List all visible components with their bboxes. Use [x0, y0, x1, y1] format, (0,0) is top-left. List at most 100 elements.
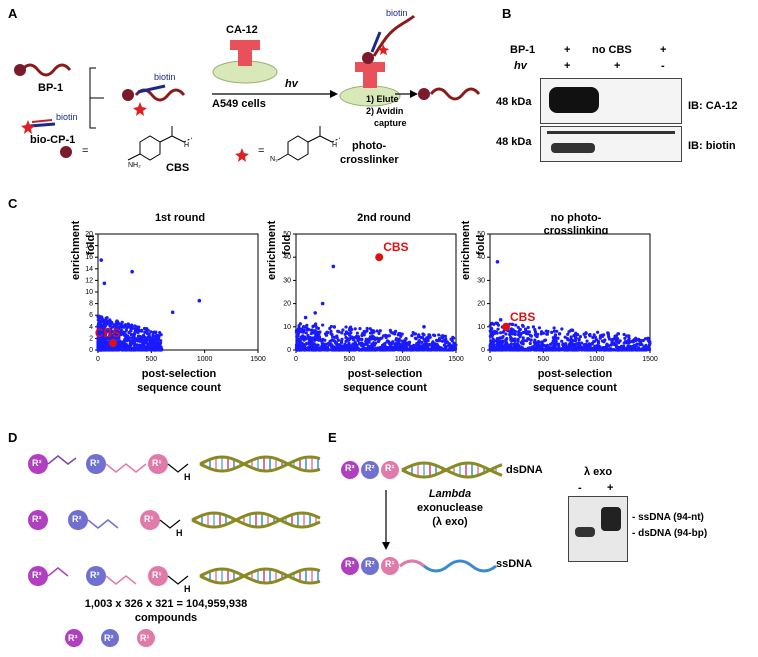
y-tick-label: 20: [85, 231, 93, 238]
scatter-point: [409, 348, 413, 352]
panel-e-schematic: [341, 461, 503, 575]
scatter-point: [148, 338, 152, 342]
scatter-point: [451, 348, 455, 352]
highlight-point: [108, 339, 117, 348]
scatter-point: [585, 339, 589, 343]
scatter-point: [325, 330, 329, 334]
scatter-point: [378, 329, 382, 333]
scatter-point: [523, 327, 528, 331]
scatter-point: [314, 322, 318, 326]
scatter-point: [580, 341, 584, 345]
scatter-point: [96, 333, 101, 337]
scatter-point: [329, 329, 333, 334]
scatter-point: [603, 338, 607, 342]
scatter-point: [343, 342, 347, 347]
scatter-point: [103, 319, 108, 324]
e2-r2-label: R²: [365, 559, 375, 569]
scatter-point: [121, 345, 125, 349]
scatter-point: [359, 342, 363, 347]
highlight-label: CBS: [95, 326, 120, 340]
b-mw1: 48 kDa: [496, 96, 532, 108]
product-dna: [372, 14, 416, 57]
e1-r1-ball: [381, 461, 399, 479]
scatter-point: [102, 337, 106, 341]
panel-label-b: B: [502, 6, 512, 21]
scatter-point: [609, 343, 613, 347]
scatter-point: [96, 342, 100, 347]
scatter-point: [309, 331, 313, 336]
scatter-point: [154, 346, 159, 351]
scatter-point: [533, 330, 538, 334]
e-band-ss-label: - ssDNA (94-nt): [632, 512, 704, 523]
y-tick-label: 0: [287, 347, 291, 354]
y-tick-label: 14: [85, 266, 93, 273]
scatter-point: [149, 330, 153, 334]
scatter-point: [570, 348, 575, 352]
scatter-point: [372, 330, 376, 334]
scatter-point: [529, 348, 533, 352]
scatter-point: [516, 337, 520, 341]
scatter-point: [398, 331, 402, 336]
scatter-point: [622, 332, 626, 337]
scatter-point: [613, 336, 617, 340]
final-dna: [429, 87, 481, 101]
scatter-point: [433, 344, 437, 349]
scatter-point: [128, 325, 132, 329]
scatter-point: [340, 331, 344, 335]
scatter-point: [101, 341, 105, 345]
scatter-point: [498, 341, 502, 345]
scatter-point: [137, 346, 141, 351]
scatter-point: [368, 335, 373, 339]
scatter-point: [399, 334, 403, 338]
scatter-point: [491, 348, 495, 352]
y-tick-label: 30: [283, 277, 291, 284]
c3-ylabel-a: enrichment: [460, 220, 472, 280]
scatter-point: [331, 335, 335, 339]
scatter-point: [573, 343, 577, 347]
scatter-point: [375, 336, 380, 341]
scatter-point: [539, 348, 543, 352]
scatter-point: [570, 339, 574, 343]
scatter-point: [133, 332, 137, 336]
scatter-outlier: [170, 310, 175, 315]
scatter-point: [304, 336, 308, 341]
scatter-point: [550, 330, 554, 334]
scatter-point: [647, 340, 651, 344]
scatter-point: [620, 344, 624, 348]
e2-r3-label: R³: [345, 559, 355, 569]
scatter-point: [545, 343, 550, 347]
scatter-point: [313, 336, 318, 340]
scatter-point: [606, 331, 610, 335]
step1-label: 1) Elute: [366, 94, 399, 104]
scatter-point: [596, 339, 601, 343]
c1-xlabel-b: sequence count: [137, 382, 221, 394]
scatter-point: [133, 338, 137, 342]
scatter-point: [105, 340, 109, 345]
c2-xlabel-a: post-selection: [347, 368, 423, 380]
scatter-point: [299, 335, 303, 339]
scatter-point: [641, 338, 645, 343]
scatter-point: [562, 344, 566, 349]
scatter-point: [104, 343, 108, 347]
x-tick-label: 500: [537, 356, 549, 363]
scatter-point: [552, 326, 556, 330]
scatter-point: [554, 339, 558, 343]
scatter-point: [353, 327, 357, 331]
scatter-point: [616, 345, 620, 349]
scatter-point: [136, 330, 140, 335]
scatter-point: [392, 348, 397, 352]
scatter-point: [560, 339, 564, 343]
scatter-point: [506, 346, 510, 350]
y-tick-label: 4: [89, 324, 93, 331]
scatter-point: [296, 333, 300, 338]
scatter-point: [122, 332, 126, 337]
blot-biotin-upper-band: [547, 131, 675, 134]
scatter-point: [585, 348, 589, 352]
scatter-point: [100, 332, 104, 336]
scatter-point: [336, 348, 340, 352]
scatter-point: [362, 347, 366, 351]
scatter-point: [537, 326, 542, 330]
scatter-point: [334, 341, 338, 345]
scatter-outlier: [331, 264, 336, 269]
cbs-label: CBS: [166, 162, 190, 174]
